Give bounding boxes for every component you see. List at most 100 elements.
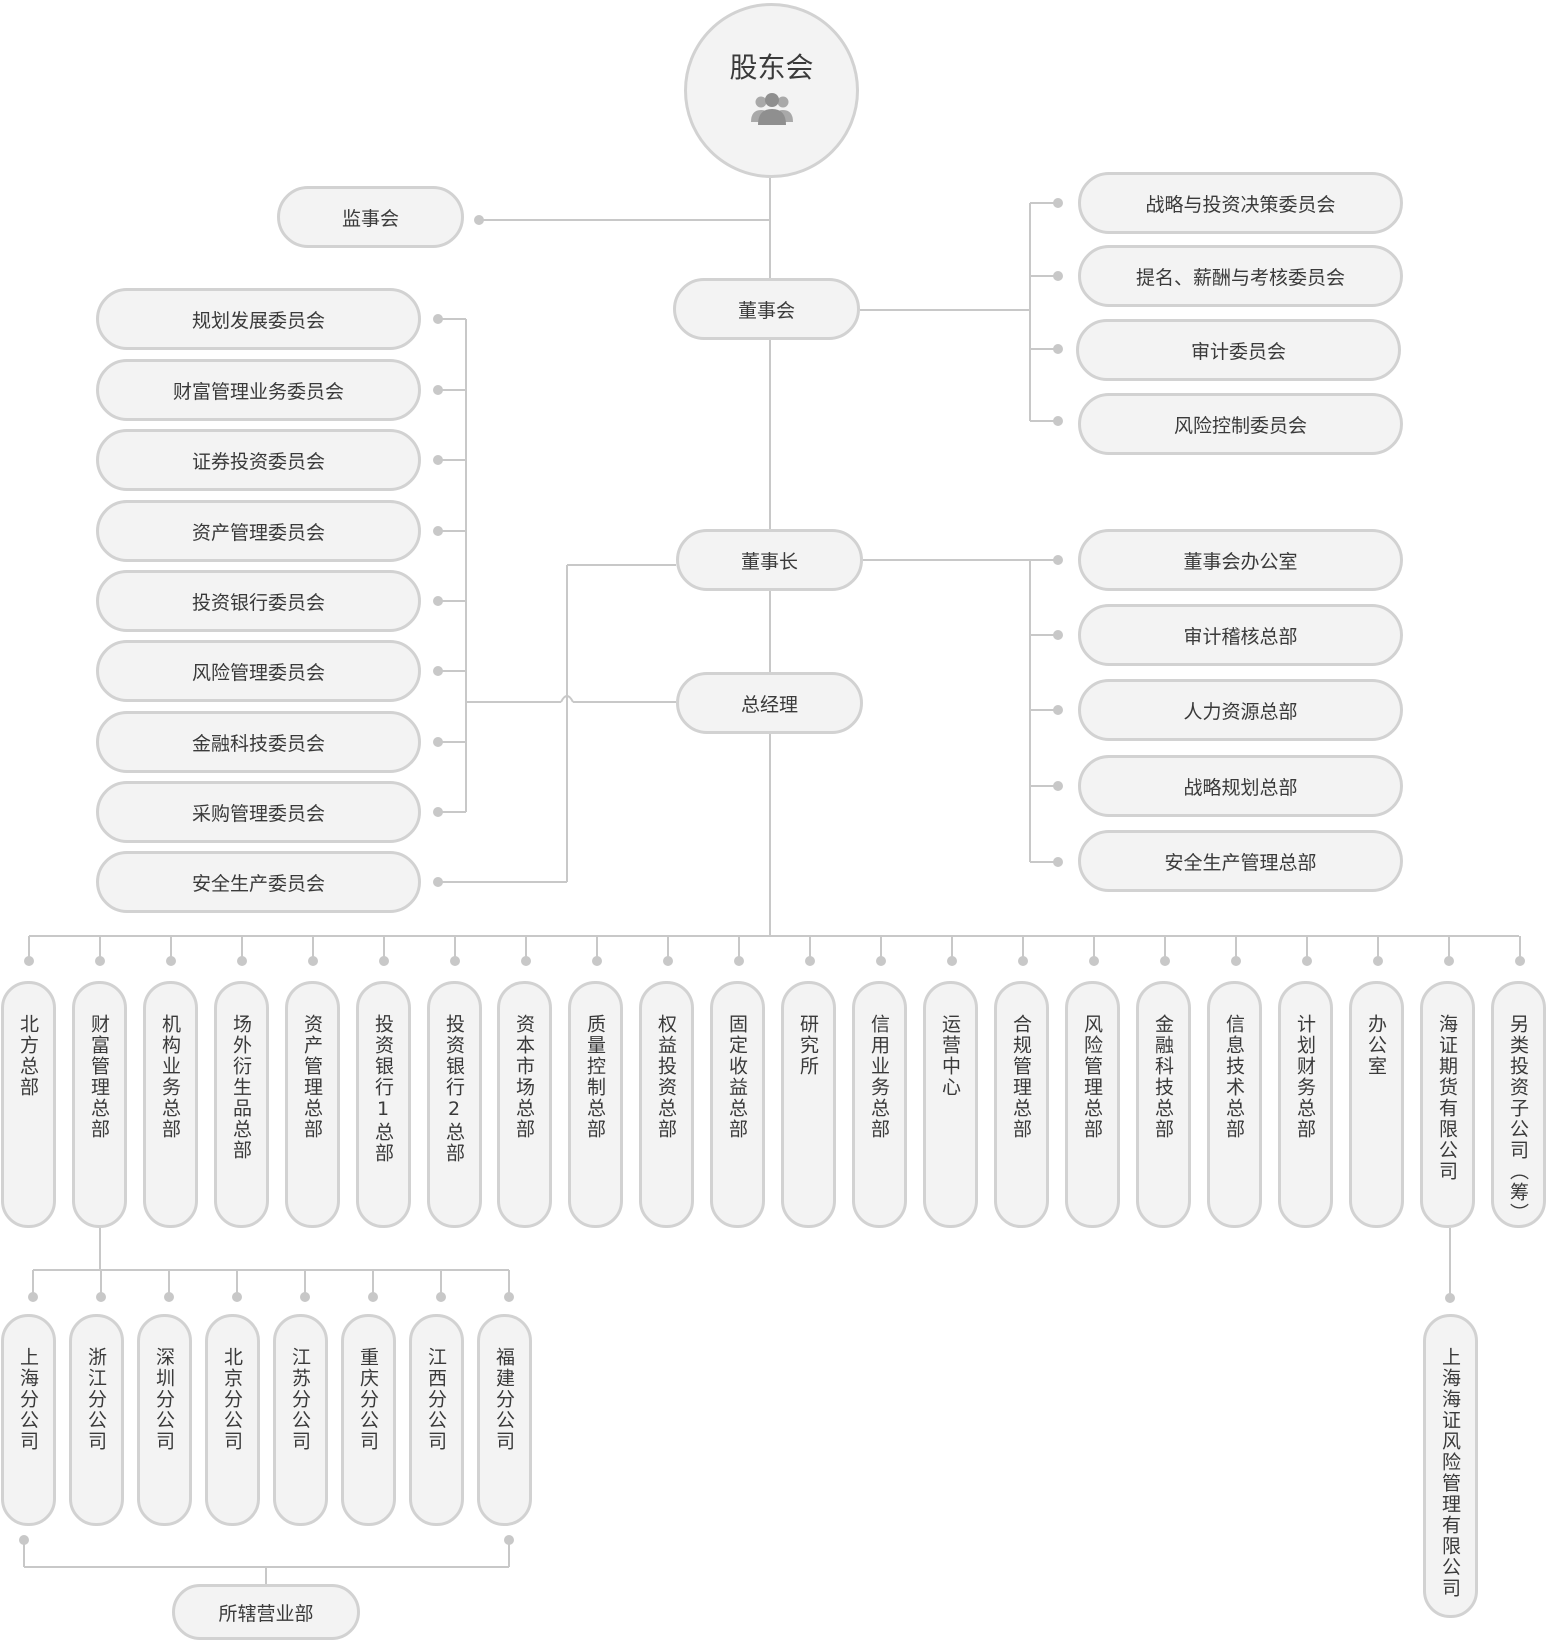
department-node[interactable]: 研究所 (781, 981, 836, 1228)
connector-dot (433, 314, 443, 324)
department-node[interactable]: 投资银行1总部 (356, 981, 411, 1228)
branch-node[interactable]: 重庆分公司 (341, 1314, 396, 1526)
gm-committee-label: 金融科技委员会 (191, 732, 325, 755)
board-committee-node[interactable]: 审计委员会 (1076, 319, 1401, 381)
connector-dot (308, 956, 318, 966)
department-node[interactable]: 海证期货有限公司 (1420, 981, 1475, 1228)
department-label: 金融科技总部 (1152, 1014, 1174, 1140)
branch-label: 上海分公司 (17, 1347, 39, 1452)
department-label: 场外衍生品总部 (230, 1014, 252, 1161)
branch-label: 江苏分公司 (289, 1347, 311, 1452)
department-node[interactable]: 固定收益总部 (710, 981, 765, 1228)
gm-committee-node[interactable]: 安全生产委员会 (96, 851, 421, 913)
connector-dot (1373, 956, 1383, 966)
branch-node[interactable]: 北京分公司 (205, 1314, 260, 1526)
chairman-dept-node[interactable]: 战略规划总部 (1078, 755, 1403, 817)
branch-node[interactable]: 深圳分公司 (137, 1314, 192, 1526)
supervisory-board-node[interactable]: 监事会 (277, 186, 464, 248)
chairman-dept-node[interactable]: 审计稽核总部 (1078, 604, 1403, 666)
department-node[interactable]: 资本市场总部 (497, 981, 552, 1228)
chairman-dept-label: 董事会办公室 (1183, 550, 1298, 573)
department-label: 研究所 (797, 1014, 819, 1077)
department-node[interactable]: 金融科技总部 (1136, 981, 1191, 1228)
branch-node[interactable]: 上海分公司 (1, 1314, 56, 1526)
department-label: 运营中心 (939, 1014, 961, 1098)
connector-dot (232, 1292, 242, 1302)
connector-dot (368, 1292, 378, 1302)
shareholders-meeting-node[interactable]: 股东会 (684, 3, 859, 178)
chairman-dept-label: 人力资源总部 (1183, 700, 1298, 723)
connector-dot (24, 956, 34, 966)
branch-label: 深圳分公司 (153, 1347, 175, 1452)
board-committee-label: 战略与投资决策委员会 (1145, 193, 1336, 216)
branch-node[interactable]: 福建分公司 (477, 1314, 532, 1526)
department-node[interactable]: 资产管理总部 (285, 981, 340, 1228)
department-label: 信息技术总部 (1223, 1014, 1245, 1140)
department-node[interactable]: 权益投资总部 (639, 981, 694, 1228)
chairman-node[interactable]: 董事长 (676, 529, 863, 591)
department-node[interactable]: 运营中心 (923, 981, 978, 1228)
connector-dot (237, 956, 247, 966)
board-of-directors-label: 董事会 (737, 299, 795, 322)
gm-committee-node[interactable]: 规划发展委员会 (96, 288, 421, 350)
connector-dot (436, 1292, 446, 1302)
department-node[interactable]: 机构业务总部 (143, 981, 198, 1228)
futures-subsidiary-node[interactable]: 上海海证风险管理有限公司 (1423, 1314, 1478, 1618)
department-node[interactable]: 风险管理总部 (1065, 981, 1120, 1228)
general-manager-node[interactable]: 总经理 (676, 672, 863, 734)
connector-dot (805, 956, 815, 966)
chairman-dept-node[interactable]: 人力资源总部 (1078, 679, 1403, 741)
department-node[interactable]: 办公室 (1349, 981, 1404, 1228)
board-committee-node[interactable]: 风险控制委员会 (1078, 393, 1403, 455)
gm-committee-node[interactable]: 金融科技委员会 (96, 711, 421, 773)
department-label: 固定收益总部 (726, 1014, 748, 1140)
connector-dot (433, 385, 443, 395)
department-label: 资本市场总部 (513, 1014, 535, 1140)
department-node[interactable]: 信用业务总部 (852, 981, 907, 1228)
gm-committee-node[interactable]: 采购管理委员会 (96, 781, 421, 843)
gm-committee-node[interactable]: 证券投资委员会 (96, 429, 421, 491)
connector-dot (300, 1292, 310, 1302)
gm-committee-node[interactable]: 资产管理委员会 (96, 500, 421, 562)
connector-dot (1515, 956, 1525, 966)
gm-committee-node[interactable]: 财富管理业务委员会 (96, 359, 421, 421)
department-node[interactable]: 质量控制总部 (568, 981, 623, 1228)
connector-dot (433, 526, 443, 536)
department-node[interactable]: 计划财务总部 (1278, 981, 1333, 1228)
connector-dot (504, 1292, 514, 1302)
department-node[interactable]: 另类投资子公司（筹） (1491, 981, 1546, 1228)
gm-committee-label: 投资银行委员会 (191, 591, 325, 614)
board-of-directors-node[interactable]: 董事会 (673, 278, 860, 340)
department-label: 财富管理总部 (88, 1014, 110, 1140)
supervisory-board-label: 监事会 (341, 207, 399, 230)
department-node[interactable]: 投资银行2总部 (427, 981, 482, 1228)
branch-node[interactable]: 浙江分公司 (69, 1314, 124, 1526)
connector-dot (1053, 781, 1063, 791)
chairman-dept-node[interactable]: 安全生产管理总部 (1078, 830, 1403, 892)
gm-committee-node[interactable]: 风险管理委员会 (96, 640, 421, 702)
department-label: 投资银行1总部 (372, 1014, 394, 1164)
chairman-dept-label: 安全生产管理总部 (1164, 851, 1317, 874)
department-node[interactable]: 信息技术总部 (1207, 981, 1262, 1228)
connector-dot (433, 596, 443, 606)
gm-committee-label: 安全生产委员会 (191, 872, 325, 895)
department-node[interactable]: 财富管理总部 (72, 981, 127, 1228)
connector-dot (876, 956, 886, 966)
connector-dot (1053, 705, 1063, 715)
connector-dot (1160, 956, 1170, 966)
branch-node[interactable]: 江西分公司 (409, 1314, 464, 1526)
connector-dot (1053, 271, 1063, 281)
department-node[interactable]: 北方总部 (1, 981, 56, 1228)
branch-node[interactable]: 江苏分公司 (273, 1314, 328, 1526)
department-node[interactable]: 场外衍生品总部 (214, 981, 269, 1228)
connector-dot (96, 1292, 106, 1302)
chairman-dept-node[interactable]: 董事会办公室 (1078, 529, 1403, 591)
department-node[interactable]: 合规管理总部 (994, 981, 1049, 1228)
gm-committee-node[interactable]: 投资银行委员会 (96, 570, 421, 632)
board-committee-node[interactable]: 提名、薪酬与考核委员会 (1078, 245, 1403, 307)
branch-sales-offices-node[interactable]: 所辖营业部 (172, 1584, 360, 1640)
board-committee-node[interactable]: 战略与投资决策委员会 (1078, 172, 1403, 234)
board-committee-label: 风险控制委员会 (1173, 414, 1307, 437)
gm-committee-label: 采购管理委员会 (191, 802, 325, 825)
connector-dot (521, 956, 531, 966)
